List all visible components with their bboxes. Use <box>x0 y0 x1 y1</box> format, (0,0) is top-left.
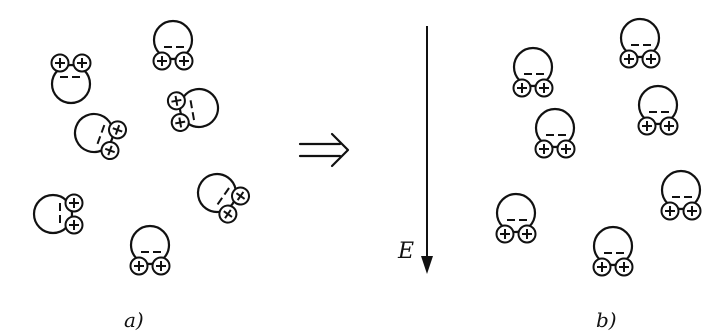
molecule <box>52 55 91 104</box>
molecule <box>662 171 701 220</box>
molecule <box>167 85 222 132</box>
molecule <box>514 48 553 97</box>
molecule <box>34 195 83 234</box>
molecule <box>69 108 128 161</box>
down-arrow-icon <box>421 26 433 274</box>
molecule <box>639 86 678 135</box>
molecule <box>536 109 575 158</box>
panel-a-molecules <box>34 21 252 275</box>
panel-b-molecules <box>497 19 701 276</box>
molecule <box>497 194 536 243</box>
panel-a-label: a) <box>124 308 144 332</box>
molecule <box>621 19 660 68</box>
double-right-arrow-icon <box>298 132 350 168</box>
panel-b-label: b) <box>596 308 617 332</box>
molecule <box>154 21 193 70</box>
field-label: E <box>397 239 414 264</box>
molecule <box>131 226 170 275</box>
molecule <box>190 166 252 226</box>
molecule <box>594 227 633 276</box>
